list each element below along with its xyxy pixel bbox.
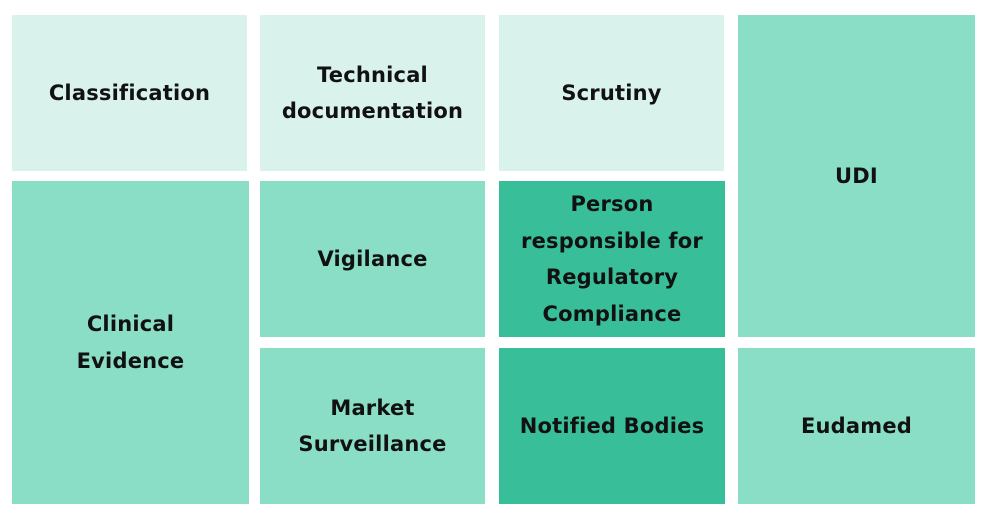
tile-scrutiny: Scrutiny [499, 15, 724, 171]
tile-technical-documentation-label: Technical documentation [281, 62, 464, 124]
tile-classification-label: Classification [48, 80, 211, 105]
tile-person-responsible: Person responsible for Regulatory Compli… [499, 181, 725, 337]
tile-notified-bodies-label: Notified Bodies [519, 413, 705, 438]
tile-classification: Classification [12, 15, 247, 171]
tile-udi-label: UDI [835, 163, 878, 188]
tile-udi: UDI [738, 15, 975, 337]
tile-notified-bodies: Notified Bodies [499, 348, 725, 504]
tile-scrutiny-label: Scrutiny [561, 80, 662, 105]
tile-person-responsible-label: Person responsible for Regulatory Compli… [521, 192, 703, 326]
tile-market-surveillance: Market Surveillance [260, 348, 485, 504]
tile-eudamed: Eudamed [738, 348, 975, 504]
tile-market-surveillance-label: Market Surveillance [298, 395, 447, 457]
tile-vigilance-label: Vigilance [317, 246, 428, 271]
tile-vigilance: Vigilance [260, 181, 485, 337]
tile-clinical-evidence: Clinical Evidence [12, 181, 249, 504]
tile-technical-documentation: Technical documentation [260, 15, 485, 171]
tile-clinical-evidence-label: Clinical Evidence [76, 312, 185, 373]
tile-eudamed-label: Eudamed [800, 413, 913, 438]
